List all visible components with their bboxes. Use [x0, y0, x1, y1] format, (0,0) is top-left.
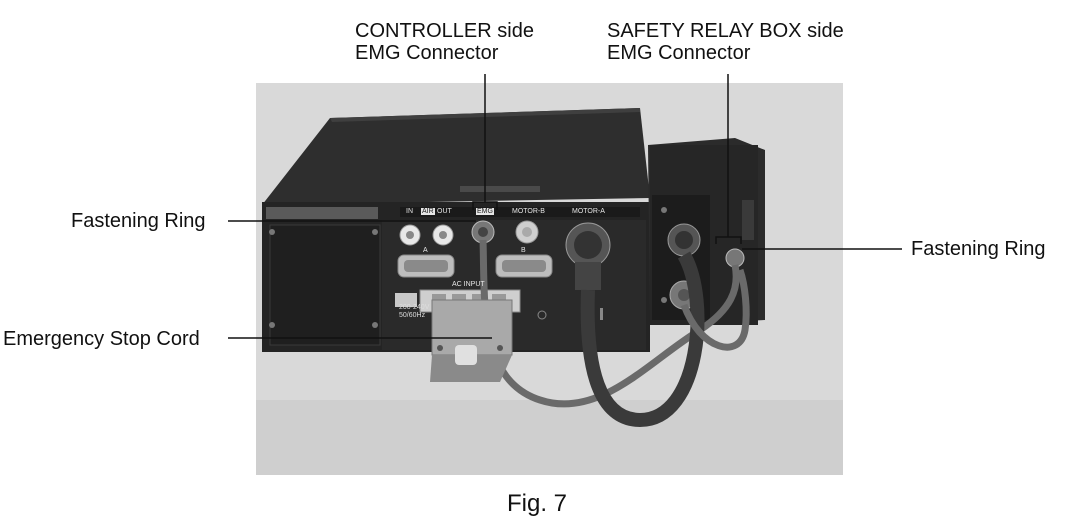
mounting-bracket — [430, 299, 513, 382]
relay-emg-bracket — [715, 236, 742, 244]
relay-emg-label-line2: EMG Connector — [607, 42, 751, 64]
fastening-ring-right-label: Fastening Ring — [911, 238, 1046, 260]
leader-lines — [228, 74, 902, 339]
fastening-ring-left-label: Fastening Ring — [71, 210, 206, 232]
motor-cable — [580, 251, 705, 428]
controller-emg-label-line2: EMG Connector — [355, 42, 499, 64]
relay-emg-connector — [725, 248, 745, 268]
controller-emg-bracket — [472, 201, 498, 210]
emergency-stop-cord-label: Emergency Stop Cord — [3, 328, 200, 350]
controller-emg-label-line1: CONTROLLER side — [355, 20, 534, 42]
relay-emg-label-line1: SAFETY RELAY BOX side — [607, 20, 844, 42]
figure-caption: Fig. 7 — [506, 490, 568, 517]
